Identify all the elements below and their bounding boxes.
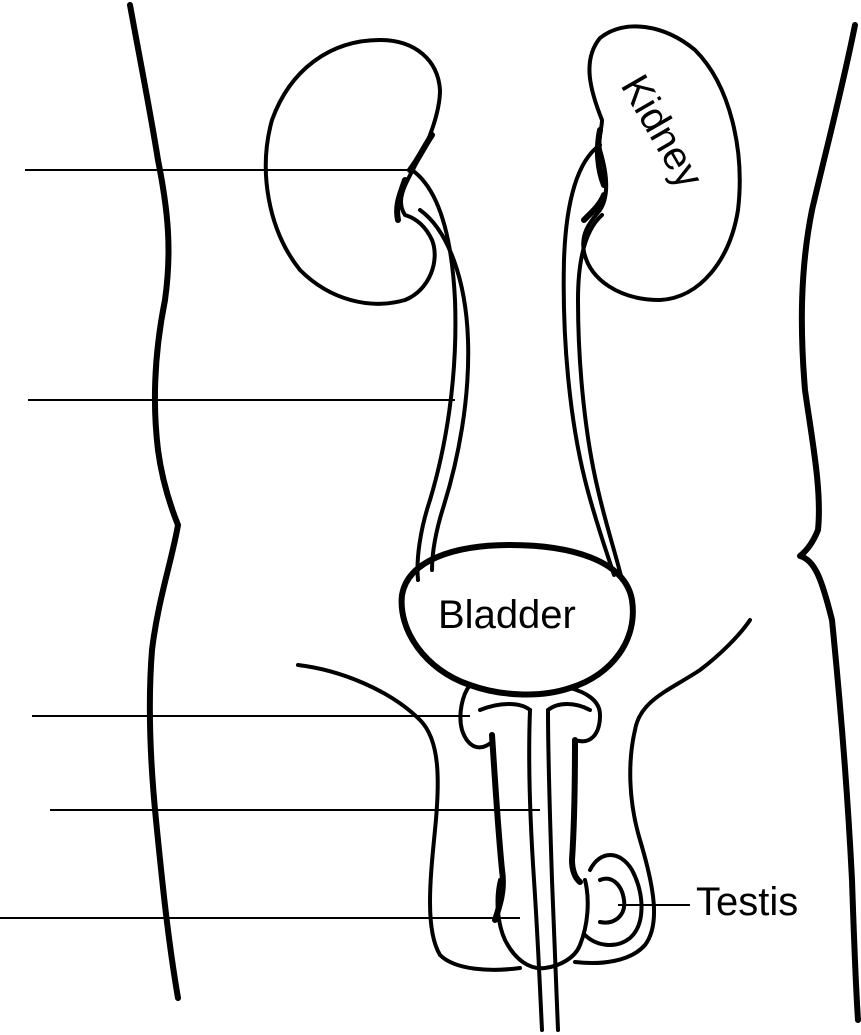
right-vas-deferens [569, 737, 583, 885]
label-kidney: Kidney [612, 68, 711, 196]
urethra-right [546, 708, 560, 1032]
penis-outline [495, 878, 590, 971]
left-kidney [263, 38, 442, 306]
right-ureter-inner [576, 213, 624, 582]
right-renal-hilum [581, 127, 607, 223]
scrotum-right [573, 618, 752, 966]
right-ureter-outer [561, 143, 616, 577]
scrotum-left [296, 663, 522, 972]
bladder [398, 542, 636, 698]
left-ureter-outer [410, 168, 458, 582]
left-vas-deferens [489, 732, 506, 923]
testis-inner [598, 876, 627, 925]
body-outline-right [797, 22, 861, 1023]
urethra-top [478, 702, 592, 712]
testis [583, 853, 644, 947]
right-kidney [581, 24, 742, 302]
prostate [458, 683, 602, 750]
urethra-left [527, 708, 544, 1032]
left-ureter-inner [418, 208, 471, 572]
left-renal-hilum [394, 132, 435, 223]
body-outline-left [127, 2, 181, 1001]
label-testis: Testis [696, 880, 798, 924]
label-bladder: Bladder [438, 593, 576, 637]
